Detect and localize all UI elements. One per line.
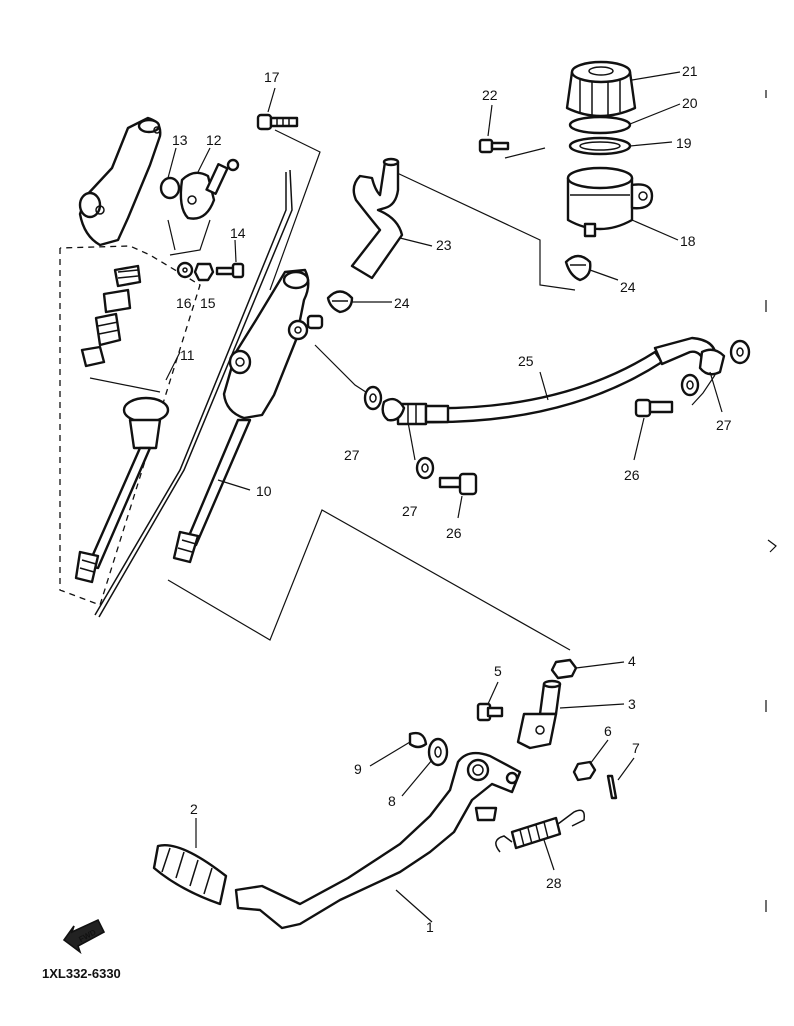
callout-24-lower: 24 [394, 295, 410, 311]
union-bolt-26a [634, 398, 674, 418]
callout-3: 3 [628, 696, 636, 712]
pedal-rubber-2 [152, 843, 228, 906]
washer-27d [729, 339, 751, 365]
brake-hose-25 [381, 336, 726, 426]
piston-kit-11 [74, 264, 170, 584]
reservoir-assembly [565, 60, 654, 238]
callout-10: 10 [256, 483, 272, 499]
assembly-11-boundary [59, 245, 201, 606]
nut-15 [193, 262, 215, 282]
nut-4 [550, 658, 578, 680]
callout-16: 16 [176, 295, 192, 311]
hose-clip-24b [326, 290, 354, 314]
callout-23: 23 [436, 237, 452, 253]
circlip-9 [408, 731, 428, 749]
forward-direction-arrow: FWD [62, 918, 106, 955]
washer-27b [415, 456, 435, 480]
nut-6 [572, 760, 597, 782]
callout-13: 13 [172, 132, 188, 148]
bolt-14 [215, 262, 245, 279]
callout-2: 2 [190, 801, 198, 817]
dividing-curve-a [94, 172, 287, 616]
callout-4: 4 [628, 653, 636, 669]
callout-21: 21 [682, 63, 698, 79]
washer-8 [427, 737, 449, 767]
callout-24-upper: 24 [620, 279, 636, 295]
callout-27-left: 27 [344, 447, 360, 463]
callout-26-lower: 26 [446, 525, 462, 541]
union-bolt-26b [438, 472, 478, 496]
callout-15: 15 [200, 295, 216, 311]
callout-8: 8 [388, 793, 396, 809]
callout-12: 12 [206, 132, 222, 148]
callout-17: 17 [264, 69, 280, 85]
callout-leaders [165, 71, 723, 923]
bolt-17 [256, 113, 299, 131]
callout-9: 9 [354, 761, 362, 777]
callout-25: 25 [518, 353, 534, 369]
cotter-pin-7 [606, 774, 618, 800]
drawing-code: 1XL332-6330 [42, 966, 121, 981]
callout-27-lower: 27 [402, 503, 418, 519]
callout-19: 19 [676, 135, 692, 151]
callout-20: 20 [682, 95, 698, 111]
washer-27a [363, 385, 383, 411]
callout-28: 28 [546, 875, 562, 891]
master-cylinder-10 [172, 268, 324, 564]
callout-27-right: 27 [716, 417, 732, 433]
master-cylinder-upper-body [78, 116, 162, 247]
reservoir-hose [350, 160, 404, 280]
o-ring-13 [159, 176, 181, 200]
callout-14: 14 [230, 225, 246, 241]
dividing-curve-b [98, 169, 293, 618]
screw-22 [478, 138, 510, 154]
brake-pedal-1 [234, 751, 522, 930]
callout-6: 6 [604, 723, 612, 739]
callout-7: 7 [632, 740, 640, 756]
scan-edge-marks [765, 90, 777, 912]
inlet-fitting-12 [179, 158, 240, 220]
plate [568, 115, 632, 135]
cap-top-hole [588, 66, 614, 76]
clevis-pin-5 [476, 702, 504, 722]
return-spring-28 [495, 809, 586, 853]
callout-26-right: 26 [624, 467, 640, 483]
clevis-3 [516, 679, 562, 750]
reservoir-body [566, 176, 634, 231]
callout-1: 1 [426, 919, 434, 935]
callout-5: 5 [494, 663, 502, 679]
callout-22: 22 [482, 87, 498, 103]
hose-clip-24a [564, 254, 592, 282]
callout-11: 11 [180, 347, 195, 363]
diaphragm [568, 136, 632, 156]
washer-16 [176, 261, 194, 279]
callout-18: 18 [680, 233, 696, 249]
washer-27c [680, 373, 700, 397]
